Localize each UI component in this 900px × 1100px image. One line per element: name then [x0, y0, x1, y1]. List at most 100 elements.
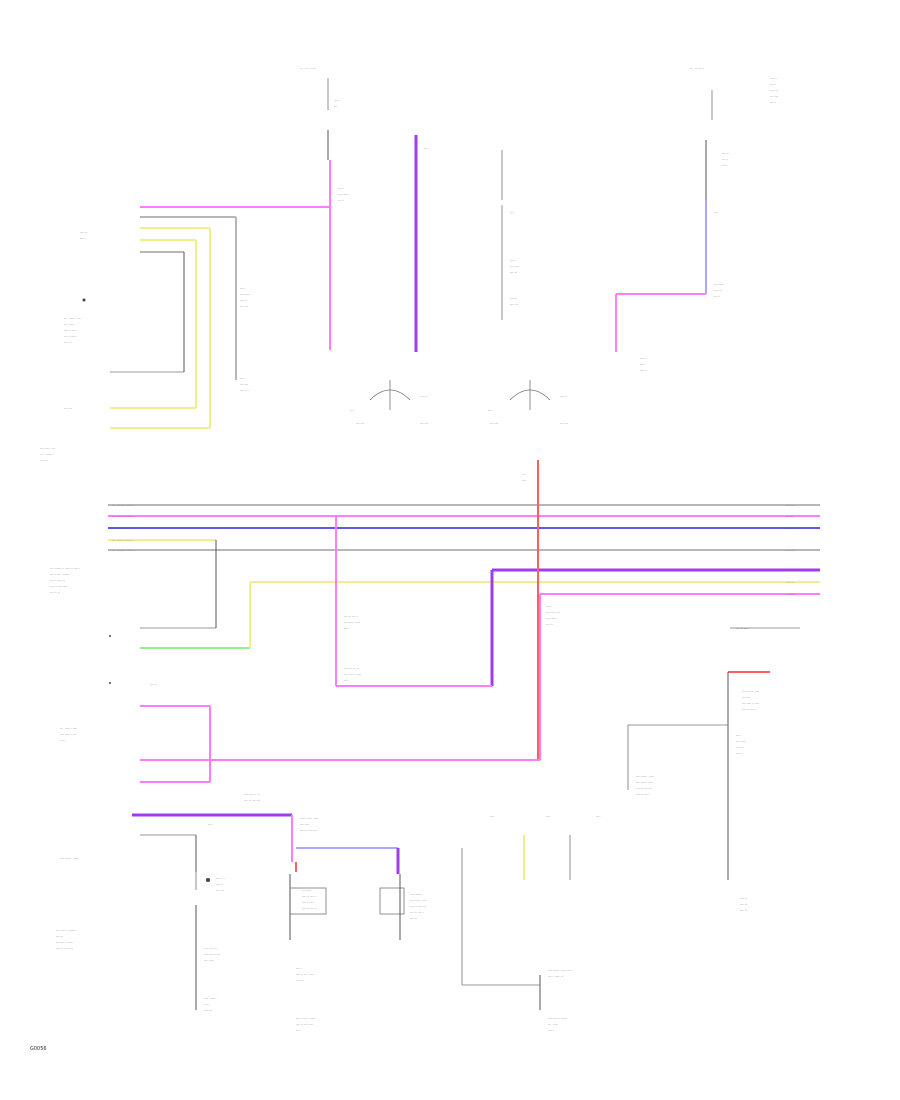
- svg-text:······: ······: [510, 297, 517, 301]
- svg-text:··· ·····: ··· ·····: [64, 323, 74, 327]
- svg-text:·······: ·······: [356, 422, 364, 426]
- lower-relay-boxes: ········ ······ ····· ····· ····· ······…: [289, 862, 427, 1033]
- svg-text:······ ········: ······ ········: [56, 947, 73, 951]
- svg-text:············ ······· ·····: ············ ······· ·····: [50, 567, 80, 571]
- svg-text:·······: ·······: [786, 569, 794, 573]
- svg-text:······ ········: ······ ········: [296, 1023, 313, 1027]
- svg-text:····: ····: [522, 479, 527, 483]
- svg-text:········ ········: ········ ········: [548, 1017, 567, 1021]
- svg-text:·········: ·········: [736, 740, 746, 744]
- svg-text:·····: ·····: [546, 605, 552, 609]
- bus-wires: ··· ······· ······· ··· ······· ······· …: [50, 504, 820, 649]
- svg-text:······: ······: [736, 752, 743, 756]
- lower-left-block: ······ ··· ····· ····· ········ ····· ··…: [60, 635, 540, 783]
- svg-text:······: ······: [640, 357, 647, 361]
- svg-text:·····: ·····: [548, 1029, 554, 1033]
- svg-text:······: ······: [770, 77, 777, 81]
- svg-text:····· ·······: ····· ·······: [548, 975, 563, 979]
- svg-text:······ ·······: ······ ·······: [410, 905, 426, 909]
- svg-text:·······: ·······: [420, 422, 428, 426]
- svg-text:······: ······: [560, 395, 567, 399]
- svg-text:·····: ·····: [736, 734, 742, 738]
- svg-text:···········: ···········: [410, 893, 423, 897]
- svg-text:·······: ·······: [736, 746, 744, 750]
- center-right-feed: ···· ····· ········ ······ ······ ······…: [501, 150, 519, 320]
- svg-text:··· ······· ···: ··· ······· ···: [64, 317, 81, 321]
- svg-text:·······: ·······: [742, 696, 750, 700]
- svg-text:··· ··· ······: ··· ··· ······: [300, 67, 316, 71]
- svg-text:········ ·····: ········ ·····: [60, 733, 76, 737]
- svg-text:····: ····: [424, 147, 429, 151]
- svg-text:······: ······: [216, 883, 223, 887]
- svg-text:··· ··· ····: ··· ··· ····: [690, 67, 704, 71]
- svg-text:········: ········: [302, 889, 311, 893]
- svg-text:····: ····: [344, 679, 349, 683]
- lower-right-block: ······ ···· ·········· ···· ······· ····…: [461, 627, 800, 1033]
- svg-text:·········· ···· ·····: ·········· ···· ·····: [548, 969, 572, 973]
- svg-text:·····: ·····: [770, 101, 776, 105]
- ground-symbol-left: ···· ······ ······· ·······: [350, 380, 428, 426]
- svg-text:········ ······: ········ ······: [636, 781, 653, 785]
- svg-text:·········: ·········: [546, 617, 556, 621]
- top-feed-right: ··· ··· ···· ······ ····· ······· ······…: [690, 67, 778, 200]
- svg-text:··· ······· ·······: ··· ······· ·······: [112, 515, 134, 519]
- svg-text:····: ····: [596, 815, 601, 819]
- left-lower-connector: ······· ········ ···· ···· ······· ·····…: [40, 287, 250, 463]
- svg-text:········: ········: [300, 823, 309, 827]
- svg-text:······: ······: [64, 341, 71, 345]
- svg-text:·······: ·······: [40, 459, 48, 463]
- svg-text:·····: ·····: [640, 363, 646, 367]
- svg-text:··· ······· ·······: ··· ······· ·······: [112, 504, 134, 508]
- svg-text:·····: ·····: [80, 237, 86, 241]
- svg-text:····: ····: [488, 409, 493, 413]
- svg-text:······: ······: [640, 369, 647, 373]
- svg-text:······: ······: [410, 917, 417, 921]
- lower-left-pink-bus: ········ ·· ·· ······ ······· ···· ·····…: [60, 793, 400, 874]
- svg-text:····· ·······: ····· ·······: [50, 579, 65, 583]
- svg-text:·····: ·····: [714, 295, 720, 299]
- svg-text:·······: ·······: [786, 549, 794, 553]
- central-risers: ······ ····· ········ ····· ····· ······…: [335, 460, 560, 760]
- svg-text:·······: ·······: [786, 504, 794, 508]
- svg-text:··· ······· ·······: ··· ······· ·······: [112, 527, 134, 531]
- center-purple-feed: ····: [414, 135, 429, 352]
- svg-text:····· ·····: ····· ·····: [302, 901, 315, 905]
- svg-text:··········: ··········: [338, 193, 349, 197]
- svg-text:····: ····: [510, 211, 515, 215]
- svg-text:····: ····: [350, 409, 355, 413]
- svg-text:·······: ·······: [216, 889, 224, 893]
- svg-text:······: ······: [510, 271, 517, 275]
- svg-text:·······: ·······: [786, 515, 794, 519]
- svg-text:······ ·: ······ ·: [240, 389, 249, 393]
- upper-left-connector: ······ ····· ··· ······· ··· ··· ····· ·…: [64, 206, 330, 428]
- svg-text:··· ······· ·······: ··· ······· ·······: [112, 549, 134, 553]
- svg-text:········ ·····: ········ ·····: [344, 621, 360, 625]
- svg-text:·····: ·····: [240, 377, 246, 381]
- svg-text:······ ········: ······ ········: [300, 829, 317, 833]
- svg-text:··· ······· ·······: ··· ······· ·······: [112, 539, 134, 543]
- svg-text:······: ······: [240, 299, 247, 303]
- svg-text:·······: ·······: [204, 1009, 212, 1013]
- right-feed: ···· ········· ······· ····· ······ ····…: [615, 200, 724, 373]
- svg-text:······: ······: [546, 623, 553, 627]
- svg-text:·····: ·····: [240, 287, 246, 291]
- svg-text:··· ····· ·····: ··· ····· ·····: [60, 727, 77, 731]
- svg-text:······ ·····: ······ ·····: [742, 708, 756, 712]
- svg-text:········ ····: ········ ····: [40, 447, 55, 451]
- svg-text:······: ······: [420, 395, 427, 399]
- svg-text:·····: ·····: [338, 199, 344, 203]
- center-pink-feed: ····· ·········· ·····: [329, 160, 349, 350]
- svg-text:·········: ·········: [240, 293, 250, 297]
- svg-text:····· ····· ····: ····· ····· ····: [300, 817, 318, 821]
- svg-text:·········: ·········: [714, 283, 724, 287]
- svg-text:········: ········: [510, 265, 519, 269]
- svg-text:······: ······: [740, 909, 747, 913]
- svg-text:·····: ·····: [510, 259, 516, 263]
- svg-text:·····: ·····: [60, 739, 66, 743]
- svg-text:····· ··: ····· ··: [216, 877, 225, 881]
- svg-text:·······: ·······: [560, 422, 568, 426]
- svg-text:······: ······: [56, 935, 63, 939]
- svg-text:········ ······: ········ ······: [56, 941, 73, 945]
- svg-text:·······: ·······: [770, 89, 778, 93]
